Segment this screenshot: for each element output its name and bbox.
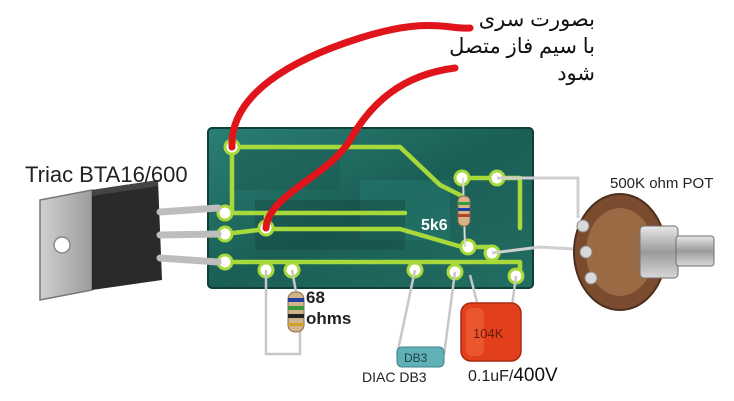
note-line-2: با سیم فاز متصل xyxy=(449,35,595,58)
resistor-value: 68 xyxy=(306,288,325,307)
note-line-1: بصورت سری xyxy=(478,8,595,31)
series-connection-note: بصورت سری با سیم فاز متصل شود xyxy=(425,6,595,87)
phase-wires xyxy=(228,21,474,232)
diac-label: DIAC DB3 xyxy=(362,369,427,385)
potentiometer-component xyxy=(491,176,715,311)
capacitor-label: 0.1uF/400V xyxy=(468,365,558,387)
triac-label: Triac BTA16/600 xyxy=(25,162,188,187)
resistor-unit: ohms xyxy=(306,309,352,328)
capacitor-value: 0.1uF/ xyxy=(468,368,514,385)
resistor-5k6 xyxy=(457,177,471,248)
note-line-3: شود xyxy=(557,62,595,85)
capacitor-voltage: 400V xyxy=(513,365,558,386)
resistor-5k6-label: 5k6 xyxy=(421,217,448,234)
resistor-68-ohm xyxy=(264,269,305,356)
resistor-68-label: 68 ohms xyxy=(306,287,366,329)
diac-component xyxy=(395,269,457,368)
capacitor-marking: 104K xyxy=(473,326,504,341)
diac-marking: DB3 xyxy=(404,351,428,365)
capacitor-component xyxy=(460,274,522,362)
potentiometer-label: 500K ohm POT xyxy=(610,175,714,192)
triac-component xyxy=(39,180,222,301)
